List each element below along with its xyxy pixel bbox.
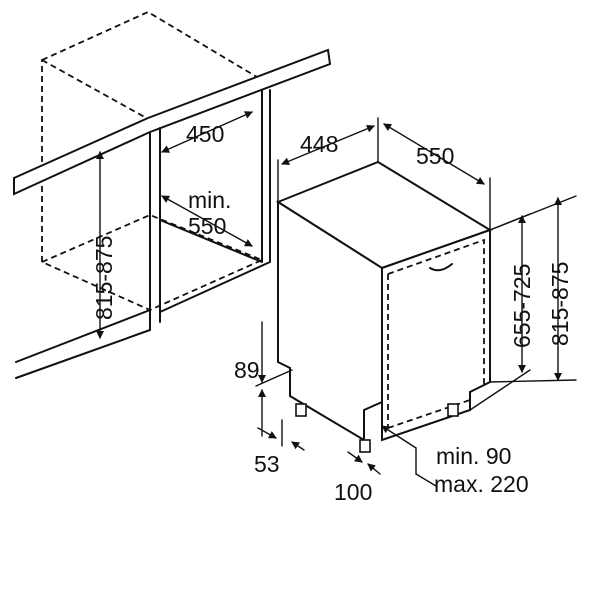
niche-depth-dimension [161,111,253,153]
foot-offset-dimension [257,419,305,451]
foot-offset-label: 53 [254,451,280,477]
plinth-range-dimension [381,425,437,487]
niche-min-depth-value: 550 [188,213,226,239]
plinth-depth-dimension [347,451,381,475]
plinth-max-label: max. 220 [434,471,529,497]
plinth-min-label: min. 90 [436,443,511,469]
appliance-depth-dimension [383,123,491,231]
appliance-height-label: 815-875 [547,262,573,346]
appliance-width-dimension [277,117,379,203]
niche-min-depth-dimension [161,195,253,247]
appliance-depth-label: 550 [416,143,454,169]
plinth-height-label: 89 [234,357,260,383]
plinth-depth-label: 100 [334,479,372,505]
plinth-height-dimension [255,321,293,437]
appliance-width-label: 448 [300,131,338,157]
niche-depth-label: 450 [186,121,224,147]
niche-height-label: 815-875 [91,236,117,320]
dishwasher-body [275,160,493,453]
door-height-label: 655-725 [509,264,535,348]
niche-min-depth-prefix: min. [188,187,231,213]
